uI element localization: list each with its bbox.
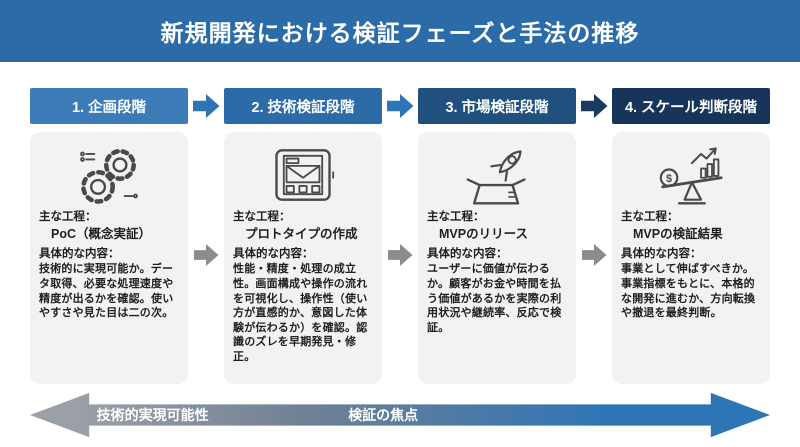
process-name: プロトタイプの作成 [245,226,358,241]
detail-label: 具体的な内容： [427,247,508,260]
arrow-right-icon [193,244,219,266]
process-label: 主な工程： [427,211,485,223]
process-label: 主な工程： [233,211,291,223]
phase-card-3: 主な工程： MVPのリリース 具体的な内容： ユーザーに価値が伝わるか。顧客がお… [418,132,576,384]
phase-card-4: $ 主な工程： MVPの検証結果 具体的な内容： 事業として伸ばすべきか。事業指… [612,132,770,384]
phase-board: 1. 企画段階 2. 技術検証段階 3. 市場検証段階 4. スケール判断段階 … [30,88,770,384]
card-arrow-cell [382,132,418,384]
card-arrow-cell [576,132,612,384]
header-arrow-cell [382,88,418,124]
process-label: 主な工程： [39,211,97,223]
detail-text: 事業として伸ばすべきか。事業指標をもとに、本格的な開発に進むか、方向転換や撤退を… [621,263,756,320]
detail-label: 具体的な内容： [233,247,314,260]
rocket-box-icon [427,140,567,210]
detail-text: ユーザーに価値が伝わるか。顧客がお金や時間を払う価値があるかを実際の利用状況や継… [427,263,562,334]
process-name: MVPのリリース [439,226,528,241]
gears-circuit-icon [39,140,179,210]
phase-header-1: 1. 企画段階 [30,88,188,124]
detail-label: 具体的な内容： [621,247,702,260]
svg-text:$: $ [666,173,672,185]
balance-growth-icon: $ [621,140,761,210]
process-name: MVPの検証結果 [633,226,723,241]
phase-card-1: 主な工程： PoC（概念実証） 具体的な内容： 技術的に実現可能か。データ取得、… [30,132,188,384]
page-title: 新規開発における検証フェーズと手法の推移 [160,20,640,46]
title-band: 新規開発における検証フェーズと手法の推移 [0,0,800,62]
process-label: 主な工程： [621,211,679,223]
spectrum-label-center: 検証の焦点 [348,407,419,423]
arrow-right-icon [581,244,607,266]
spectrum-label-left: 技術的実現可能性 [96,407,209,423]
phase-header-4: 4. スケール判断段階 [612,88,770,124]
arrow-right-icon [387,244,413,266]
header-arrow-cell [188,88,224,124]
card-arrow-cell [188,132,224,384]
arrow-right-icon [580,94,608,118]
focus-spectrum: 技術的実現可能性 検証の焦点 [30,392,770,438]
header-arrow-cell [576,88,612,124]
tablet-wireframe-icon [233,140,373,210]
phase-header-2: 2. 技術検証段階 [224,88,382,124]
process-name: PoC（概念実証） [51,226,152,241]
arrow-right-icon [192,94,220,118]
detail-text: 技術的に実現可能か。データ取得、必要な処理速度や精度が出るかを確認。使いやすさや… [39,263,174,320]
phase-card-2: 主な工程： プロトタイプの作成 具体的な内容： 性能・精度・処理の成立性。画面構… [224,132,382,384]
phase-header-3: 3. 市場検証段階 [418,88,576,124]
detail-text: 性能・精度・処理の成立性。画面構成や操作の流れを可視化し、操作性（使い方が直感的… [233,263,368,364]
detail-label: 具体的な内容： [39,247,120,260]
arrow-right-icon [386,94,414,118]
